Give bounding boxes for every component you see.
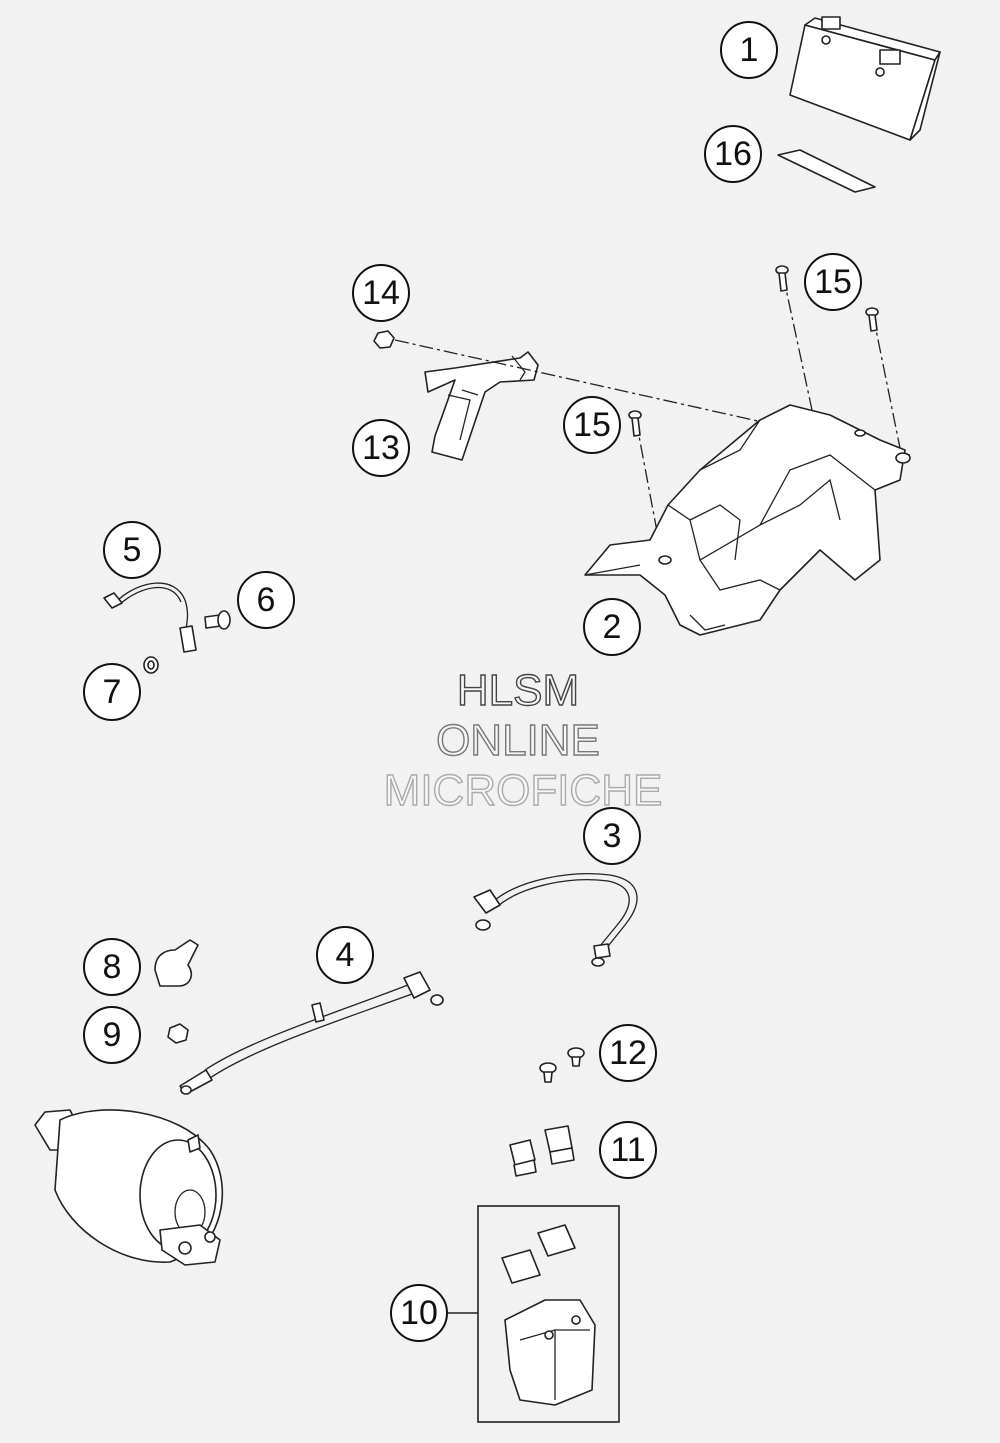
callout-2: 2	[583, 598, 641, 656]
screw-part	[865, 307, 879, 332]
callout-10-label: 10	[400, 1294, 438, 1332]
screw-part	[567, 1047, 585, 1067]
callout-4: 4	[316, 926, 374, 984]
callout-8-label: 8	[103, 948, 122, 986]
callout-15-label: 15	[814, 263, 852, 301]
assembly-line	[635, 419, 663, 559]
callout-7-label: 7	[103, 673, 122, 711]
relay-group-frame	[477, 1205, 620, 1423]
relay-part	[501, 1224, 596, 1406]
callout-15-lower: 15	[563, 396, 621, 454]
callout-9-label: 9	[103, 1016, 122, 1054]
washer-part	[143, 656, 159, 674]
watermark-line-3: MICROFICHE	[384, 766, 663, 815]
callout-3: 3	[583, 807, 641, 865]
watermark: HLSM ONLINE MICROFICHE	[383, 665, 663, 815]
callout-5: 5	[103, 521, 161, 579]
callout-14: 14	[352, 264, 410, 322]
callout-11-label: 11	[610, 1131, 645, 1169]
callout-6-label: 6	[257, 581, 276, 619]
callout-3-label: 3	[603, 817, 622, 855]
screw-part	[628, 410, 642, 437]
callout-13: 13	[352, 419, 410, 477]
callout-11: 11	[599, 1121, 657, 1179]
callout-14-label: 14	[362, 274, 400, 312]
ground-cable-part	[103, 582, 197, 653]
callout-15-upper: 15	[804, 253, 862, 311]
bracket-part	[424, 351, 539, 461]
screw-part	[539, 1062, 557, 1083]
terminal-cap-part	[154, 939, 199, 987]
callout-15-label: 15	[573, 406, 611, 444]
callout-6: 6	[237, 571, 295, 629]
watermark-line-1: HLSM	[457, 666, 579, 715]
callout-1: 1	[720, 21, 778, 79]
nut-part	[167, 1023, 189, 1044]
callout-12-label: 12	[609, 1034, 647, 1072]
battery-pad-part	[777, 149, 876, 193]
callout-9: 9	[83, 1006, 141, 1064]
bolt-part	[204, 610, 231, 630]
battery-part	[789, 16, 941, 141]
screw-part	[775, 265, 789, 292]
callout-12: 12	[599, 1024, 657, 1082]
assembly-line	[782, 274, 813, 411]
starter-cable-part	[473, 873, 638, 967]
callout-5-label: 5	[123, 531, 142, 569]
battery-holder-part	[584, 404, 911, 636]
callout-13-label: 13	[362, 429, 400, 467]
callout-2-label: 2	[603, 608, 622, 646]
callout-16-label: 16	[714, 135, 752, 173]
assembly-line	[394, 339, 911, 456]
watermark-line-2: ONLINE	[436, 716, 600, 765]
fuse-part	[544, 1125, 575, 1165]
callout-8: 8	[83, 938, 141, 996]
callout-16: 16	[704, 125, 762, 183]
callout-10: 10	[390, 1284, 448, 1342]
assembly-line	[872, 314, 901, 449]
nut-part	[373, 330, 395, 349]
callout-7: 7	[83, 663, 141, 721]
callout-1-label: 1	[740, 31, 759, 69]
battery-cable-part	[179, 971, 444, 1095]
callout-4-label: 4	[336, 936, 355, 974]
fuse-part	[509, 1139, 537, 1177]
starter-motor-part	[34, 1109, 224, 1266]
